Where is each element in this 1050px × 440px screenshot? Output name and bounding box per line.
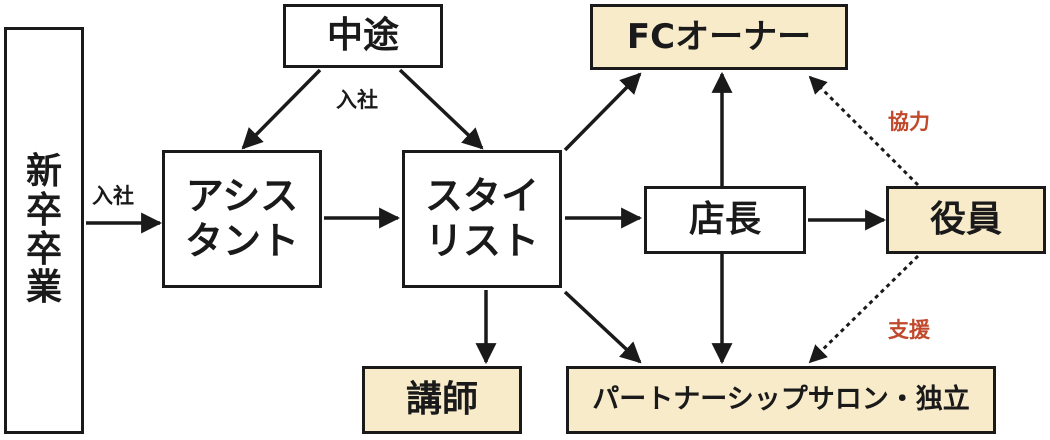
stylist-node: スタイ リスト — [402, 150, 562, 288]
fc-owner-node: FCオーナー — [590, 4, 848, 70]
instructor-label: 講師 — [405, 378, 478, 420]
new-grad-char: 卒 — [25, 189, 62, 231]
partnership-label: パートナーシップサロン・独立 — [592, 384, 970, 416]
assistant-label: アシス タント — [184, 174, 299, 263]
store-manager-node: 店長 — [644, 186, 806, 254]
new-grad-label: 新卒卒業 — [25, 150, 62, 309]
arrow-mid-career-to-stylist — [398, 68, 484, 150]
new-grad-char: 新 — [25, 150, 62, 192]
join-label-new-grad: 入社 — [92, 184, 134, 208]
cooperation-label: 協力 — [888, 110, 930, 134]
arrow-stylist-to-partnership — [563, 290, 642, 364]
instructor-node: 講師 — [362, 366, 522, 434]
fc-owner-label: FCオーナー — [626, 16, 812, 57]
arrow-stylist-to-fc-owner — [563, 72, 642, 152]
new-grad-node: 新卒卒業 — [4, 27, 84, 434]
arrow-executive-to-partnership — [808, 254, 920, 364]
arrow-executive-to-fc-owner — [808, 75, 920, 187]
join-label-mid-career: 入社 — [336, 88, 378, 112]
arrow-mid-career-to-assistant — [241, 68, 322, 150]
store-manager-label: 店長 — [688, 198, 761, 240]
executive-node: 役員 — [886, 186, 1046, 254]
executive-label: 役員 — [929, 198, 1002, 240]
mid-career-label: 中途 — [326, 14, 399, 56]
partnership-node: パートナーシップサロン・独立 — [566, 366, 996, 434]
support-label: 支援 — [888, 318, 930, 342]
assistant-node: アシス タント — [162, 150, 322, 288]
mid-career-node: 中途 — [283, 4, 443, 68]
new-grad-char: 卒 — [25, 228, 62, 270]
stylist-label: スタイ リスト — [424, 174, 539, 263]
new-grad-char: 業 — [25, 267, 62, 309]
